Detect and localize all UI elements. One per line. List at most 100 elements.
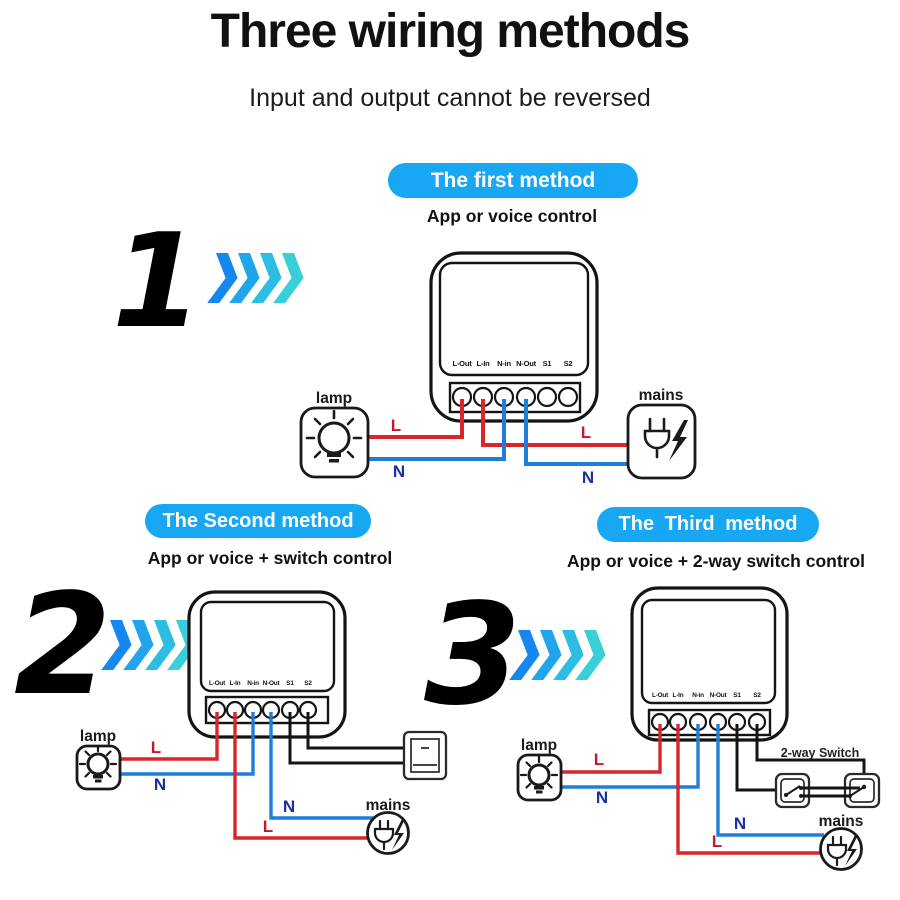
lamp-label: lamp (316, 390, 352, 407)
terminal (536, 386, 558, 408)
switch-lever (785, 785, 801, 796)
switch-rocker (413, 747, 437, 766)
contact-dot (784, 793, 788, 797)
chevron-arrows-icon (101, 620, 198, 670)
lightning-icon (392, 819, 405, 850)
wire-live-lamp (120, 712, 219, 761)
neutral-label: N (283, 797, 295, 816)
method-2-number: 2 (14, 564, 112, 727)
mains-label: mains (819, 813, 864, 830)
method-1-caption: App or voice control (426, 206, 598, 226)
method-2-caption: App or voice + switch control (147, 548, 393, 568)
wire-live-lamp (562, 724, 662, 774)
bulb-base (327, 453, 341, 463)
neutral-label: N (393, 462, 405, 481)
contact-dot (861, 784, 867, 790)
traveler-wires (801, 786, 860, 798)
wire-neutral-mains (524, 399, 628, 466)
terminal-label: S1 (733, 692, 741, 699)
switch-inner (410, 738, 440, 773)
neutral-label: N (582, 468, 594, 487)
method-1-title-pill: The first method (388, 163, 638, 198)
mains-frame (366, 811, 410, 855)
bulb-base (534, 786, 544, 794)
terminal-label: L-In (230, 680, 241, 687)
smart-switch-device: L-Out L-In N-in N-Out S1 S2 (429, 251, 599, 423)
terminal-label: N-in (247, 680, 259, 687)
plug-body (643, 429, 671, 450)
neutral-label: N (154, 775, 166, 794)
chevron-icon (575, 630, 606, 680)
wire-live-mains (233, 712, 371, 840)
terminal-label: L-Out (453, 359, 473, 368)
terminal-label: N-in (497, 359, 511, 368)
plug-prongs (378, 819, 390, 851)
wire-neutral-lamp (562, 724, 700, 789)
terminal-label: S1 (543, 359, 552, 368)
mains-icon (626, 403, 697, 480)
lamp-icon (75, 744, 122, 791)
method-3-number: 3 (424, 574, 522, 737)
chevron-icon (553, 630, 584, 680)
method-1-title: The first method (430, 168, 596, 192)
two-way-switch-right-icon (843, 772, 881, 809)
wall-switch-icon (402, 730, 448, 781)
terminal-label: S2 (304, 680, 312, 687)
switch-inner (780, 778, 805, 803)
bulb-rays (519, 755, 559, 789)
live-label: L (594, 750, 604, 769)
mains-label: mains (366, 797, 411, 814)
switch-lever (849, 786, 865, 797)
method-3-caption: App or voice + 2-way switch control (566, 551, 866, 571)
chevron-icon (509, 630, 540, 680)
lamp-label: lamp (521, 737, 557, 754)
chevron-icon (123, 620, 154, 670)
method-3-title: The Third method (618, 513, 798, 535)
lightning-icon (845, 835, 858, 866)
device-panel (438, 261, 590, 377)
terminal-label: N-Out (516, 359, 537, 368)
page-title: Three wiring methods (210, 5, 691, 58)
lamp-frame (299, 406, 370, 479)
bulb-base (93, 775, 103, 783)
terminal-label: L-Out (209, 680, 226, 687)
plug-body (373, 827, 395, 844)
two-way-switch-left-icon (774, 772, 811, 809)
terminal-label: L-In (477, 359, 491, 368)
plug-prongs (831, 835, 843, 867)
plug-body (826, 843, 848, 860)
terminal-label: N-in (692, 692, 704, 699)
device-panel (199, 600, 336, 693)
method-2-title: The Second method (162, 509, 354, 532)
terminal-label: N-Out (710, 692, 728, 699)
chevron-icon (251, 253, 282, 303)
method-1-diagram: L-Out L-In N-in N-Out S1 S2 (299, 251, 697, 487)
wire-live-lamp (368, 399, 464, 439)
terminal-label: L-Out (652, 692, 669, 699)
chevron-icon (531, 630, 562, 680)
plug-prongs (648, 417, 666, 459)
device-panel (640, 598, 777, 705)
smart-switch-device: L-Out L-In N-in N-Out S1 S2 (187, 590, 347, 739)
terminal (557, 386, 579, 408)
terminal-label: N-Out (263, 680, 281, 687)
mains-icon (819, 827, 863, 871)
terminal-label: L-In (673, 692, 684, 699)
wire-neutral-mains (269, 712, 375, 820)
terminal-label: S2 (753, 692, 761, 699)
chevron-arrows-icon (207, 253, 304, 303)
switch-frame (402, 730, 448, 781)
contact-dot (799, 786, 803, 790)
terminal-label: S2 (564, 359, 573, 368)
chevron-icon (145, 620, 176, 670)
lamp-label: lamp (80, 728, 116, 745)
live-label: L (712, 832, 722, 851)
wire-s1-switch (288, 712, 404, 765)
chevron-icon (229, 253, 260, 303)
switch-inner (849, 778, 875, 803)
switch-frame (843, 772, 881, 809)
page-subtitle: Input and output cannot be reversed (249, 84, 651, 112)
live-label: L (581, 423, 591, 442)
wire-live-mains (481, 399, 628, 447)
